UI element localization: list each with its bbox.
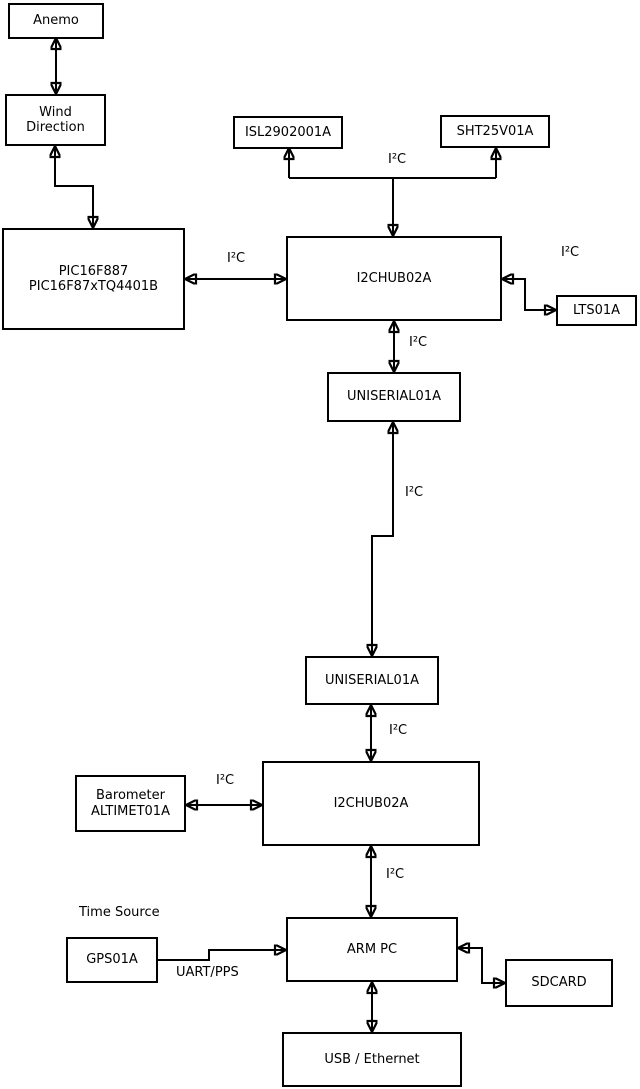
edge-label-pic-hub1-i2c: I²C [227,251,246,266]
node-uniserial-1-label: UNISERIAL01A [347,389,441,405]
edge-label-time-source: Time Source [79,905,160,920]
edge-label-barometer-hub2-i2c: I²C [216,773,235,788]
node-wind-direction-label-line2: Direction [26,120,85,135]
node-anemo-label: Anemo [33,13,79,29]
edge-label-sensors-bus-i2c: I²C [388,152,407,167]
connector-wind-pic [55,146,93,228]
connector-uniserial1-uniserial2 [372,422,393,656]
node-wind-direction: Wind Direction [5,94,106,146]
node-barometer: Barometer ALTIMET01A [75,775,186,832]
node-lts01a: LTS01A [556,295,637,326]
node-pic-microcontroller: PIC16F887 PIC16F87xTQ4401B [2,228,185,330]
node-usb-ethernet-label: USB / Ethernet [324,1051,420,1067]
node-uniserial-2: UNISERIAL01A [305,656,439,705]
edge-label-hub2-armpc-i2c: I²C [386,867,405,882]
node-i2c-hub-1: I2CHUB02A [286,236,502,321]
node-wind-direction-label-line1: Wind [39,104,72,120]
node-i2c-hub-2-label: I2CHUB02A [333,795,409,811]
node-gps01a: GPS01A [66,937,158,983]
node-anemo: Anemo [8,3,104,39]
edge-label-uart-pps: UART/PPS [176,965,239,980]
connector-gps-armpc [158,950,286,961]
node-arm-pc: ARM PC [286,917,458,982]
node-uniserial-2-label: UNISERIAL01A [325,672,419,688]
node-isl2902001a-label: ISL2902001A [244,124,332,140]
node-gps01a-label: GPS01A [86,952,138,968]
node-i2c-hub-1-label: I2CHUB02A [356,270,432,286]
node-isl2902001a: ISL2902001A [233,116,343,149]
connector-armpc-sdcard [458,948,505,983]
node-pic-label-line1: PIC16F887 [58,263,129,279]
node-barometer-label-line1: Barometer [96,788,165,804]
node-sdcard: SDCARD [505,959,613,1007]
edge-label-uniserial2-hub2-i2c: I²C [389,723,408,738]
edge-label-uniserial1-uniserial2-i2c: I²C [405,485,424,500]
node-lts01a-label: LTS01A [572,302,621,318]
node-arm-pc-label: ARM PC [346,941,398,957]
node-pic-label-line2: PIC16F87xTQ4401B [28,279,159,294]
node-sht25v01a: SHT25V01A [440,115,550,148]
node-barometer-label-line2: ALTIMET01A [91,803,170,819]
edge-label-hub1-lts-i2c: I²C [561,245,580,260]
node-sdcard-label: SDCARD [531,975,587,991]
node-usb-ethernet: USB / Ethernet [282,1032,462,1087]
node-sht25v01a-label: SHT25V01A [456,123,534,139]
node-i2c-hub-2: I2CHUB02A [262,761,480,846]
connector-hub1-lts [502,279,556,310]
edge-label-hub1-uniserial1-i2c: I²C [409,335,428,350]
node-uniserial-1: UNISERIAL01A [327,372,461,422]
